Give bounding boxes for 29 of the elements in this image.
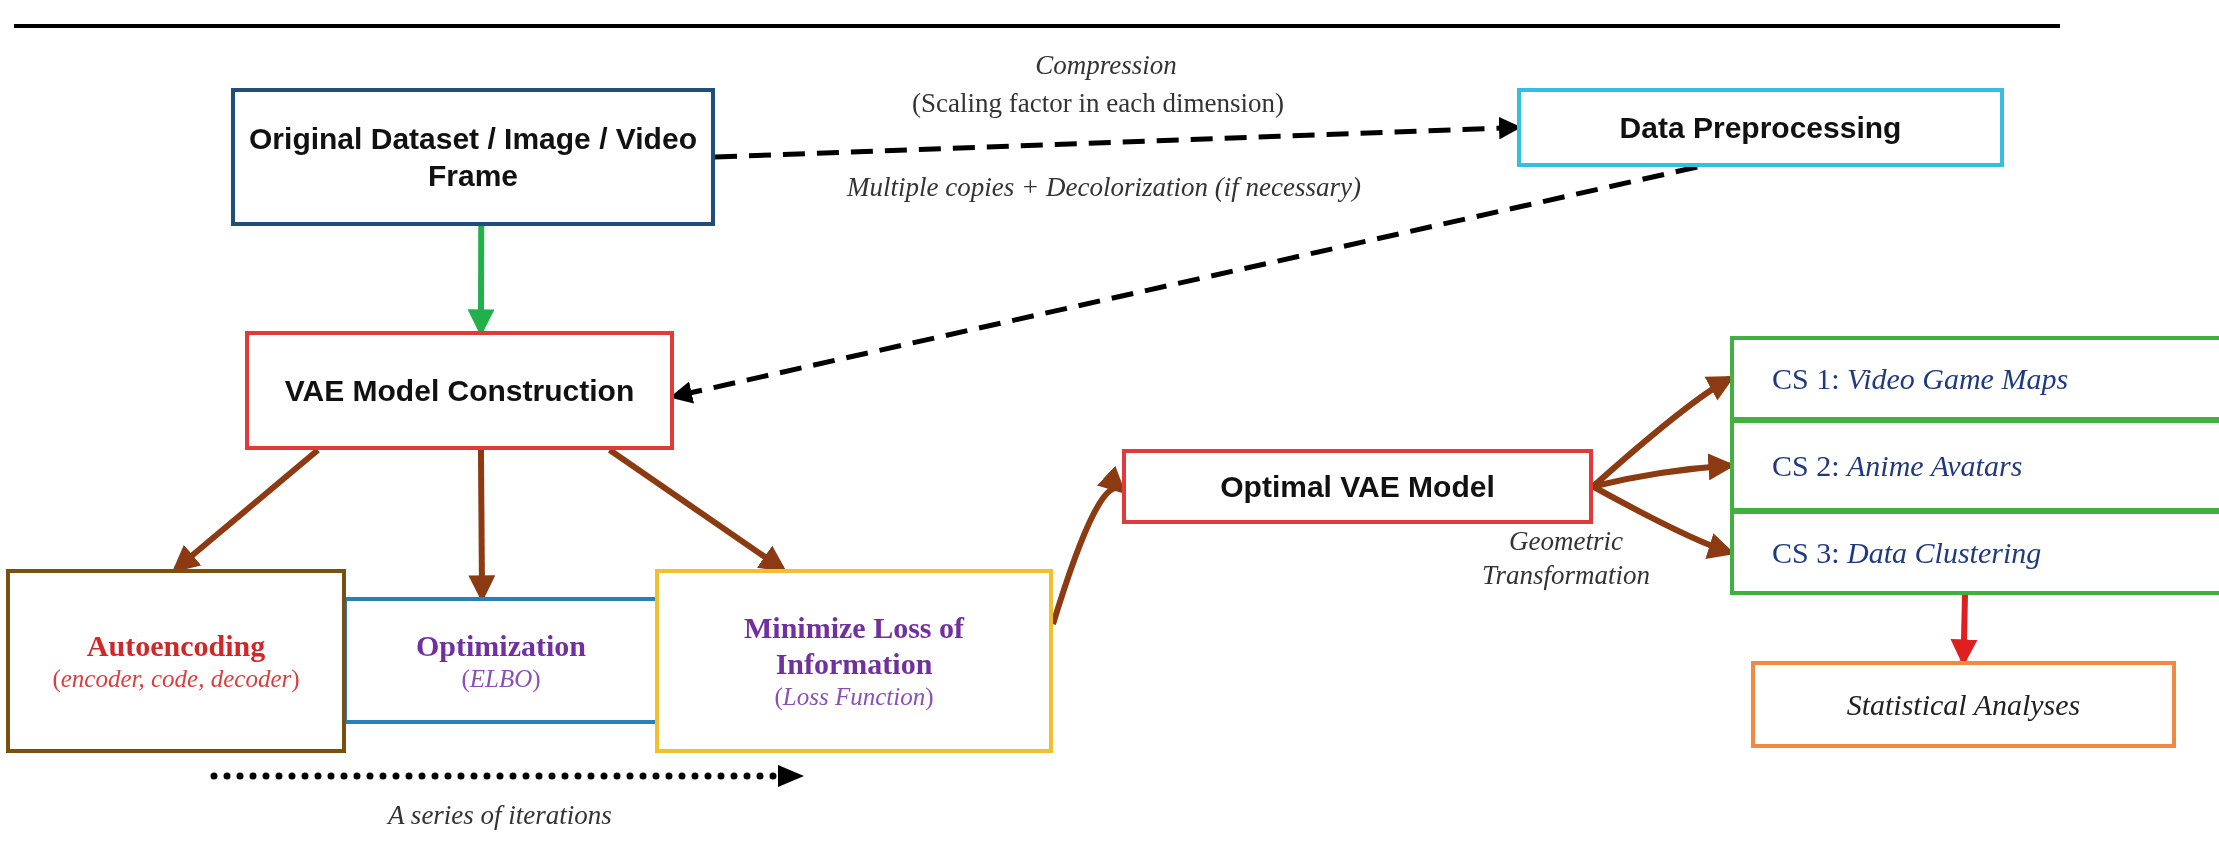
edge-label: Compression [1035, 49, 1177, 83]
annotation-text: Multiple copies + Decolorization (if necessary) [847, 171, 1361, 205]
box-subtitle: (encoder, code, decoder) [51, 664, 301, 694]
process-box [655, 569, 1053, 753]
box-subtitle: (ELBO) [460, 663, 542, 694]
process-box [231, 88, 715, 226]
box-title: VAE Model Construction [283, 372, 636, 409]
box-title: Optimization [415, 627, 587, 664]
box-title: CS 3: Data Clustering [1771, 534, 2043, 571]
box-title: Original Dataset / Image / Video Frame [248, 120, 698, 194]
annotation-text: A series of iterations [388, 799, 612, 833]
process-box [1122, 449, 1593, 524]
process-box [6, 569, 346, 753]
box-title: Autoencoding [85, 628, 267, 664]
case-study-box [1730, 336, 2219, 421]
box-title: CS 1: Video Game Maps [1771, 360, 2070, 397]
box-title: CS 2: Anime Avatars [1771, 447, 2024, 484]
box-title: Optimal VAE Model [1219, 468, 1496, 505]
box-title: Statistical Analyses [1845, 686, 2082, 723]
box-title: Data Preprocessing [1618, 109, 1903, 146]
process-box [245, 331, 674, 450]
case-study-box [1730, 510, 2219, 595]
case-study-box [1730, 419, 2219, 512]
process-box [1751, 661, 2176, 748]
annotation-text: (Scaling factor in each dimension) [912, 87, 1284, 121]
annotation-text: Geometric Transformation [1480, 525, 1652, 592]
box-subtitle: (Loss Function) [773, 682, 935, 712]
box-title: Minimize Loss of Information [743, 610, 966, 682]
process-box [1517, 88, 2004, 167]
